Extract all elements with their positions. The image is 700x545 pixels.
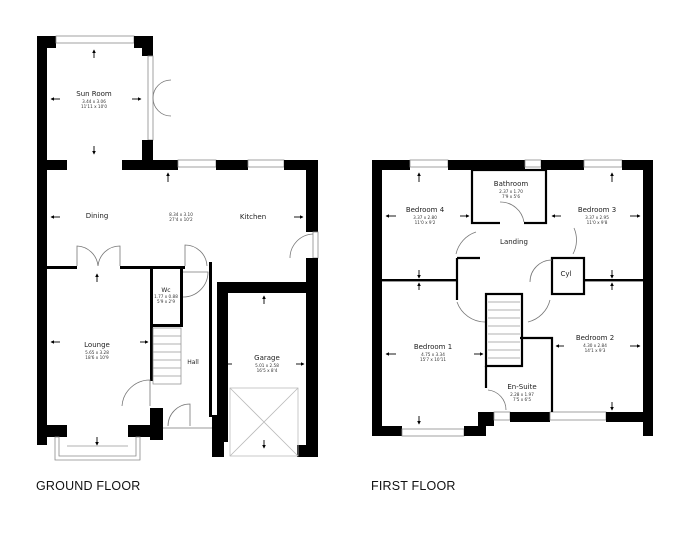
room-bedroom-3-dim-ft: 11'0 x 9'8 [587, 220, 608, 225]
first-floor-room-labels: Bedroom 4 3.37 x 2.80 11'0 x 9'2 Bathroo… [406, 180, 616, 402]
room-kitchen-name: Kitchen [240, 213, 266, 221]
room-dining-name: Dining [86, 212, 109, 220]
room-bathroom-dim-m: 2.37 x 1.70 [499, 189, 523, 194]
room-bedroom-4-dim-ft: 11'0 x 9'2 [415, 220, 436, 225]
room-lounge-name: Lounge [84, 341, 110, 349]
first-floor-stairs [484, 292, 524, 368]
room-garage-dim-m: 5.01 x 2.58 [255, 363, 279, 368]
first-floor-plan [372, 159, 653, 437]
room-bedroom-2-dim-m: 4.30 x 2.84 [583, 343, 607, 348]
room-landing-name: Landing [500, 238, 528, 246]
room-bedroom-3-dim-m: 3.37 x 2.95 [585, 215, 609, 220]
room-bedroom-3-name: Bedroom 3 [578, 206, 616, 214]
room-bedroom-4-dim-m: 3.37 x 2.80 [413, 215, 437, 220]
room-en-suite-dim-ft: 7'5 x 6'5 [513, 397, 531, 402]
room-cyl-name: Cyl [561, 270, 572, 278]
room-bathroom-name: Bathroom [494, 180, 529, 188]
ground-floor-stairs [152, 327, 182, 385]
ground-floor-label: GROUND FLOOR [36, 479, 141, 493]
room-dining-kitchen-dim-ft: 27'4 x 10'2 [169, 217, 193, 222]
room-hall-name: Hall [187, 359, 199, 366]
room-bedroom-1-dim-ft: 15'7 x 10'11 [420, 357, 446, 362]
room-lounge-dim-ft: 18'6 x 10'9 [85, 355, 109, 360]
room-bathroom-dim-ft: 7'9 x 5'6 [502, 194, 520, 199]
room-wc-name: Wc [161, 287, 170, 294]
room-bedroom-2-dim-ft: 14'1 x 9'3 [585, 348, 606, 353]
room-bedroom-1-name: Bedroom 1 [414, 343, 452, 351]
room-bedroom-4-name: Bedroom 4 [406, 206, 445, 214]
room-sun-room-name: Sun Room [76, 90, 112, 98]
room-sun-room-dim-m: 3.44 x 3.06 [82, 99, 106, 104]
ground-floor-room-labels: Sun Room 3.44 x 3.06 11'11 x 10'0 Dining… [76, 90, 280, 373]
room-bedroom-1-dim-m: 4.75 x 3.34 [421, 352, 445, 357]
room-garage-name: Garage [254, 354, 280, 362]
room-garage-dim-ft: 16'5 x 8'4 [257, 368, 278, 373]
room-en-suite-dim-m: 2.28 x 1.97 [510, 392, 534, 397]
dimension-arrows [50, 49, 641, 449]
room-lounge-dim-m: 5.65 x 3.28 [85, 350, 109, 355]
room-wc-dim-m: 1.77 x 0.88 [154, 294, 178, 299]
first-floor-label: FIRST FLOOR [371, 479, 456, 493]
room-en-suite-name: En-Suite [507, 383, 536, 391]
room-wc-dim-ft: 5'9 x 2'9 [157, 299, 175, 304]
room-bedroom-2-name: Bedroom 2 [576, 334, 614, 342]
room-dining-kitchen-dim-m: 8.34 x 3.10 [169, 212, 193, 217]
ground-floor-plan [37, 35, 319, 461]
room-sun-room-dim-ft: 11'11 x 10'0 [81, 104, 107, 109]
